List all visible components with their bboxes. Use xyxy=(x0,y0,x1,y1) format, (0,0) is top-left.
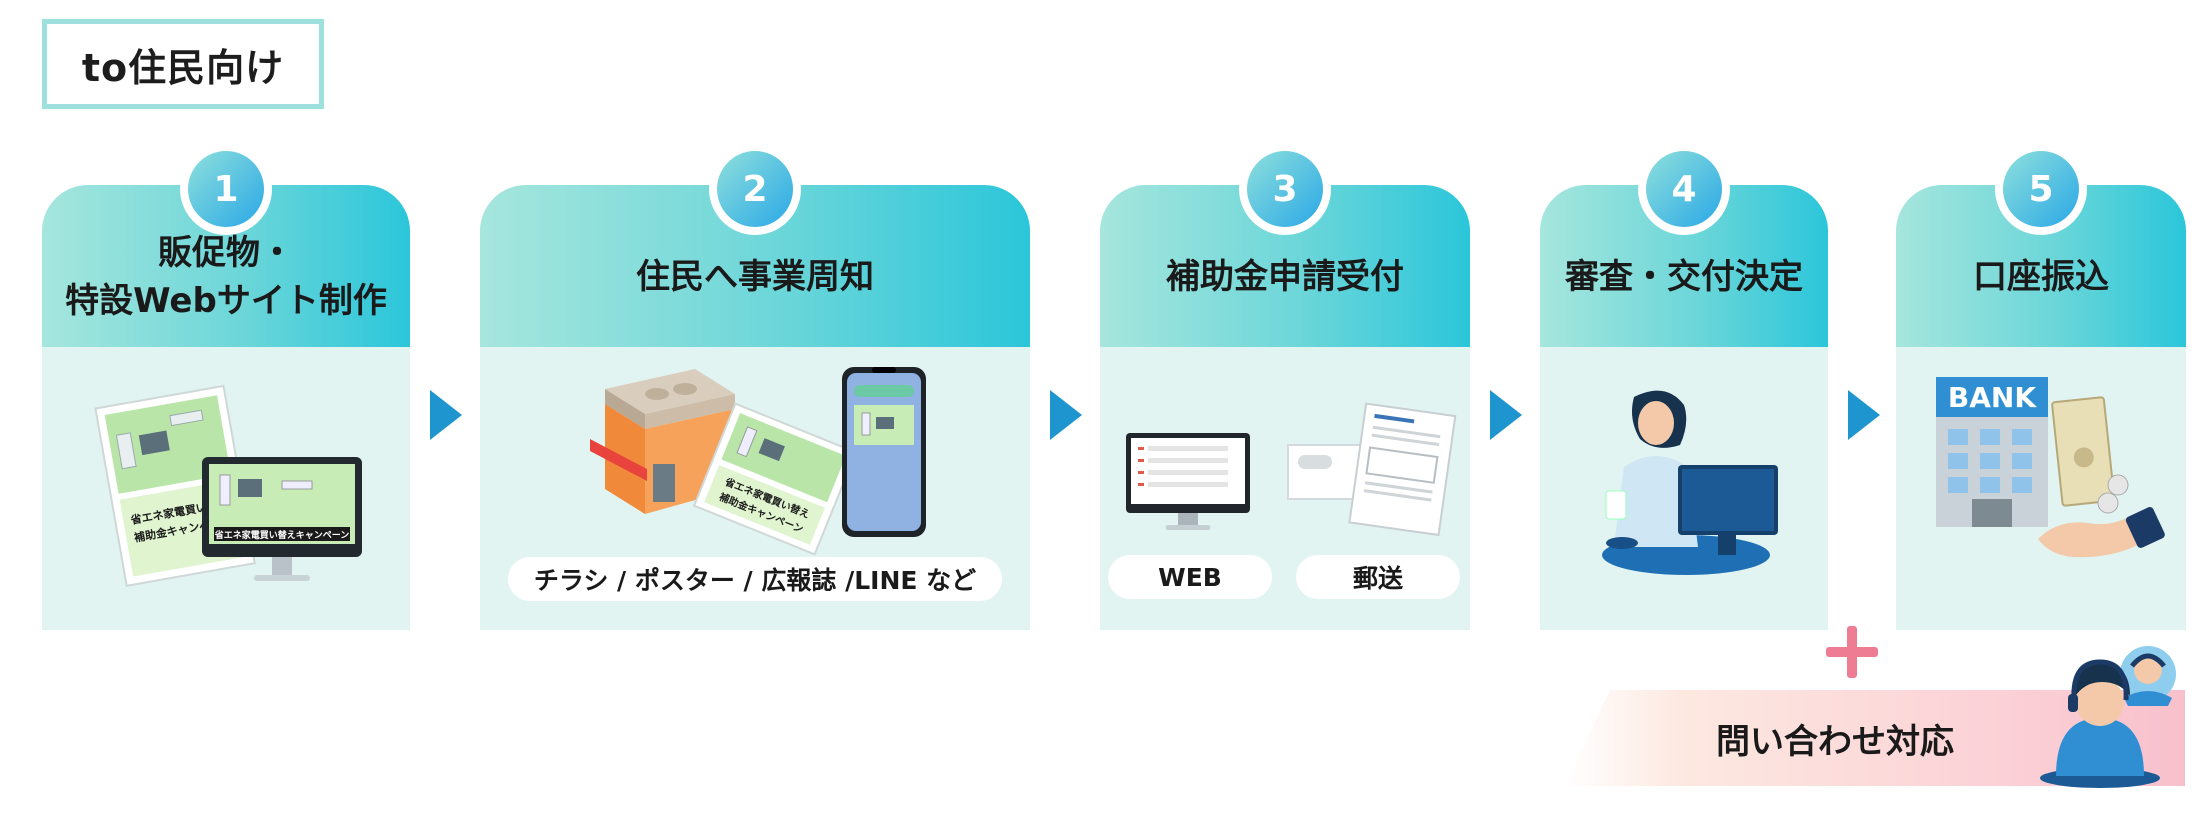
step-4: 審査・交付決定 4 xyxy=(1540,143,1828,630)
arrow-4-5 xyxy=(1848,390,1880,440)
audience-label: to住民向け xyxy=(42,19,324,109)
step-5-number: 5 xyxy=(2003,151,2079,227)
step-5-body: BANK xyxy=(1896,347,2186,630)
step-4-badge: 4 xyxy=(1638,143,1730,235)
step-1-number: 1 xyxy=(188,151,264,227)
step-3-number: 3 xyxy=(1247,151,1323,227)
step-4-body xyxy=(1540,347,1828,630)
web-form-monitor-illustration xyxy=(1126,433,1250,530)
step-2-number: 2 xyxy=(717,151,793,227)
media-label-pill: チラシ / ポスター / 広報誌 /LINE など xyxy=(508,557,1002,601)
step-4-number: 4 xyxy=(1646,151,1722,227)
step-3: 補助金申請受付 3 xyxy=(1100,143,1470,630)
bank-building-illustration: BANK xyxy=(1936,377,2048,527)
monitor-campaign-text: 省エネ家電買い替えキャンペーン xyxy=(214,529,350,541)
step-1-title-line2: 特設Webサイト制作 xyxy=(65,281,387,321)
smartphone-illustration xyxy=(842,367,926,537)
operators-headset-icon xyxy=(2040,646,2176,788)
audience-label-text: to住民向け xyxy=(81,45,285,90)
step-1: 販促物・ 特設Webサイト制作 1 省エネ家電買い替え 補助金キャンペーン xyxy=(42,143,410,630)
step-2-body: 省エネ家電買い替え 補助金キャンペーン チラシ / ポスター / 広報誌 /LI… xyxy=(480,347,1030,630)
leaflet-illustration: 省エネ家電買い替え 補助金キャンペーン xyxy=(692,402,858,556)
step-5: 口座振込 5 BANK xyxy=(1896,143,2186,630)
arrow-2-3 xyxy=(1050,390,1082,440)
step-5-title: 口座振込 xyxy=(1973,257,2109,297)
arrow-1-2 xyxy=(430,390,462,440)
step-3-badge: 3 xyxy=(1239,143,1331,235)
step-1-badge: 1 xyxy=(180,143,272,235)
monitor-illustration: 省エネ家電買い替えキャンペーン xyxy=(202,457,362,581)
bank-sign: BANK xyxy=(1948,381,2037,414)
step-3-body: WEB 郵送 xyxy=(1100,347,1470,630)
inquiry-label: 問い合わせ対応 xyxy=(1716,721,1954,762)
mail-envelope-illustration xyxy=(1287,402,1457,537)
reviewer-at-desk-illustration xyxy=(1602,390,1778,575)
option-web-pill: WEB xyxy=(1108,555,1272,599)
step-3-title: 補助金申請受付 xyxy=(1166,257,1404,297)
step-2-header: 住民へ事業周知 xyxy=(480,185,1030,347)
arrow-3-4 xyxy=(1490,390,1522,440)
option-mail-pill: 郵送 xyxy=(1296,555,1460,599)
store-illustration xyxy=(590,369,735,514)
option-web: WEB xyxy=(1158,562,1222,592)
step-2-badge: 2 xyxy=(709,143,801,235)
media-label: チラシ / ポスター / 広報誌 /LINE など xyxy=(533,566,977,595)
step-2-title: 住民へ事業周知 xyxy=(636,257,874,297)
step-1-title-line1: 販促物・ xyxy=(157,233,294,273)
plus-icon xyxy=(1826,626,1878,678)
step-4-title: 審査・交付決定 xyxy=(1565,257,1803,297)
step-5-badge: 5 xyxy=(1995,143,2087,235)
step-1-body: 省エネ家電買い替え 補助金キャンペーン 省エネ家電買い替えキャンペーン xyxy=(42,347,410,630)
cash-in-hand-illustration xyxy=(2038,396,2165,558)
option-mail: 郵送 xyxy=(1352,564,1403,593)
step-2: 住民へ事業周知 2 省エネ家電買い替え 補助金キャンペー xyxy=(480,143,1030,630)
